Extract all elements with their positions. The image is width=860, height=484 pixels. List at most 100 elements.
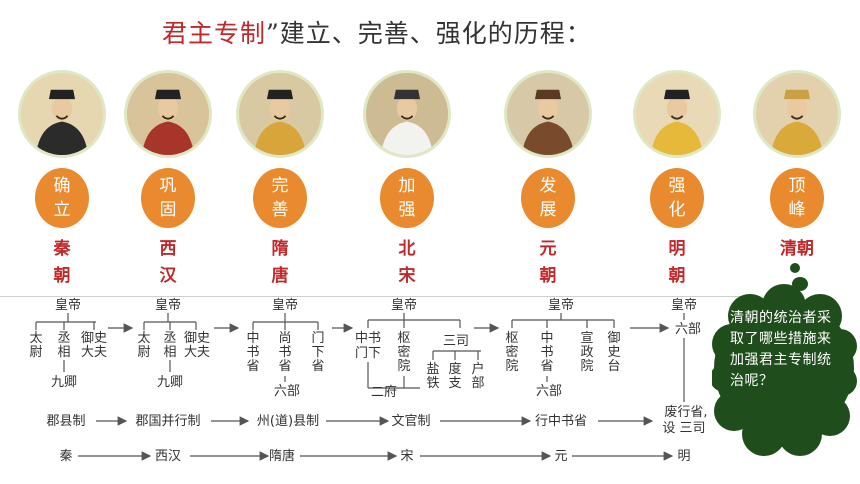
- dynasty-label: 清朝: [767, 236, 827, 263]
- official-label: 九卿: [157, 375, 183, 390]
- local-system-label: 郡县制: [46, 414, 85, 429]
- phase-badge-char: 峰: [788, 200, 806, 220]
- phase-badge: 加强: [380, 168, 434, 228]
- official-label: 门下: [355, 346, 381, 361]
- official-label: 省: [278, 359, 291, 374]
- phase-badge: 完善: [253, 168, 307, 228]
- official-label: 中书: [355, 331, 381, 346]
- official-label: 支: [448, 376, 461, 391]
- official-label: 中: [246, 331, 259, 346]
- title-rest: ”建立、完善、强化的历程：: [266, 19, 592, 48]
- official-label: 中: [540, 331, 553, 346]
- phase-badge-char: 强: [668, 176, 686, 196]
- phase-badge-char: 固: [159, 200, 177, 220]
- emperor-han-portrait: [124, 70, 212, 158]
- dynasty-label-char: 朝: [668, 266, 686, 286]
- dynasty-label-char: 唐: [271, 266, 289, 286]
- dynasty-label: 隋唐: [260, 236, 300, 290]
- official-label: 省: [246, 359, 259, 374]
- page-title: 君主专制”建立、完善、强化的历程：: [162, 14, 592, 50]
- phase-badge-char: 强: [398, 200, 416, 220]
- dynasty-label: 明朝: [657, 236, 697, 290]
- emperor-ming-portrait: [633, 70, 721, 158]
- official-label: 院: [397, 359, 410, 374]
- local-system-label: 郡国并行制: [135, 414, 200, 429]
- official-label: 度: [448, 361, 461, 377]
- official-label: 盐: [426, 362, 439, 377]
- official-label: 下: [311, 345, 324, 360]
- dynasty-label-char: 宋: [398, 266, 416, 286]
- official-label: 御: [607, 331, 620, 346]
- official-label: 大夫: [81, 345, 107, 360]
- era-label: 宋: [400, 449, 413, 464]
- emperor-qing-portrait: [753, 70, 841, 158]
- official-label: 枢: [397, 331, 410, 346]
- official-label: 九卿: [51, 375, 77, 390]
- local-system-label: 行中书省: [535, 414, 587, 429]
- official-label: 尉: [29, 345, 42, 360]
- official-label: 书: [246, 345, 259, 360]
- title-highlight: 君主专制: [162, 19, 267, 48]
- dynasty-label: 北宋: [387, 236, 427, 290]
- emperor-label: 皇帝: [391, 297, 417, 313]
- section-divider: [0, 296, 745, 297]
- phase-badge: 确立: [35, 168, 89, 228]
- phase-badge-char: 立: [53, 200, 71, 220]
- era-label: 西汉: [155, 449, 181, 464]
- official-label: 三司: [443, 334, 469, 349]
- dynasty-label-char: 明: [668, 239, 686, 259]
- dynasty-label-char: 西: [159, 239, 177, 259]
- dynasty-label-char: 秦: [53, 239, 71, 259]
- official-label: 太: [137, 331, 150, 346]
- callout-text: 清朝的统治者采取了哪些措施来加强君主专制统治呢？: [730, 310, 832, 389]
- official-label: 太: [29, 331, 42, 346]
- official-label: 台: [607, 359, 620, 374]
- emperor-label: 皇帝: [155, 297, 181, 313]
- phase-badge-char: 化: [668, 200, 686, 220]
- official-label: 政: [580, 345, 593, 360]
- dynasty-label-char: 朝: [539, 266, 557, 286]
- callout-cloud: [712, 263, 857, 456]
- emperor-label: 皇帝: [272, 297, 298, 313]
- official-label: 门: [311, 331, 324, 346]
- local-system-label: 文官制: [391, 413, 430, 429]
- phase-badge-char: 完: [271, 176, 289, 196]
- official-label: 铁: [426, 376, 439, 391]
- official-label: 部: [471, 376, 484, 391]
- official-label: 尚: [278, 331, 291, 346]
- official-label: 史: [607, 345, 620, 360]
- official-label: 丞: [57, 331, 70, 346]
- local-system-label: 废行省,: [664, 404, 707, 420]
- dynasty-label-char: 北: [398, 239, 416, 259]
- dynasty-label-char: 清朝: [780, 239, 814, 259]
- official-label: 枢: [505, 331, 518, 346]
- phase-badge-char: 确: [53, 176, 71, 196]
- official-label: 密: [505, 344, 518, 360]
- official-label: 六部: [536, 384, 562, 399]
- dynasty-label-char: 朝: [53, 266, 71, 286]
- official-label: 尉: [137, 345, 150, 360]
- official-label: 丞: [163, 331, 176, 346]
- dynasty-label: 元朝: [528, 236, 568, 290]
- emperor-label: 皇帝: [671, 297, 697, 313]
- local-system-label: 设 三司: [662, 421, 705, 436]
- official-label: 御史: [184, 331, 210, 346]
- phase-badge-char: 善: [271, 200, 289, 220]
- phase-badge: 强化: [650, 168, 704, 228]
- era-label: 秦: [59, 449, 72, 464]
- emperor-yuan-portrait: [504, 70, 592, 158]
- dynasty-label: 西汉: [148, 236, 188, 290]
- phase-badge-char: 展: [539, 200, 557, 220]
- official-label: 御史: [81, 331, 107, 346]
- official-label: 大夫: [184, 345, 210, 360]
- era-label: 隋唐: [269, 448, 295, 464]
- dynasty-label: 秦朝: [42, 236, 82, 290]
- emperor-tang-portrait: [236, 70, 324, 158]
- dynasty-label-char: 汉: [159, 266, 177, 286]
- official-label: 相: [163, 345, 176, 360]
- local-system-label: 州(道)县制: [257, 414, 319, 429]
- official-label: 省: [540, 359, 553, 374]
- dynasty-label-char: 元: [539, 239, 557, 259]
- official-label: 六部: [675, 322, 701, 337]
